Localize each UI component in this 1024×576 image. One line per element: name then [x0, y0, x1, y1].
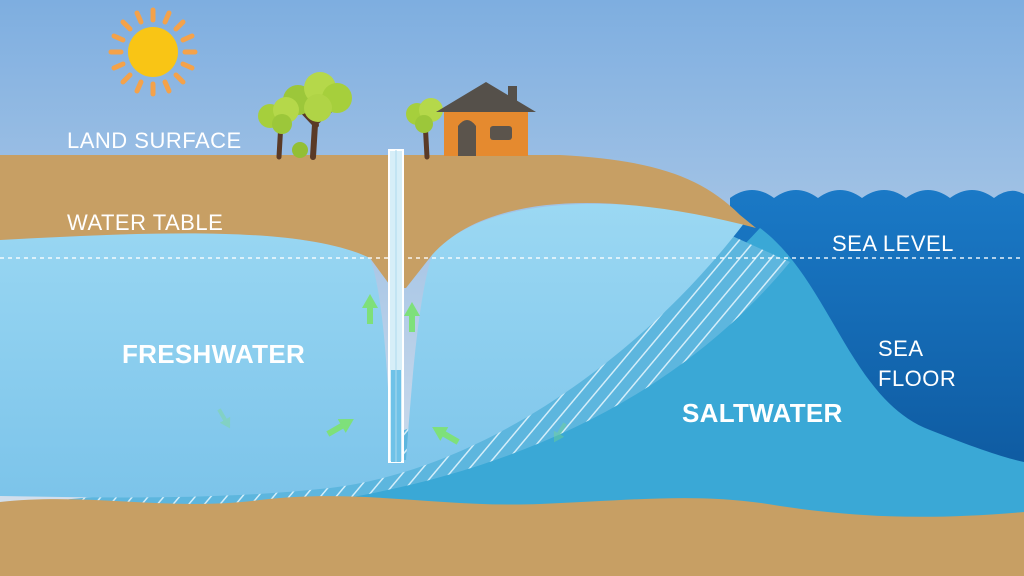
sea-floor-label-line1: SEA [878, 336, 924, 361]
flow-arrow-icon [404, 302, 420, 332]
tree-icon [258, 97, 308, 160]
flow-arrow-icon [362, 294, 378, 324]
flow-arrow-icon [217, 408, 231, 429]
flow-arrow-icon [326, 419, 354, 437]
flow-arrow-icon [553, 422, 567, 443]
saltwater-label: SALTWATER [682, 398, 843, 428]
land-surface-label: LAND SURFACE [67, 128, 242, 153]
bedrock-ground [0, 496, 1024, 576]
land-surface [0, 155, 756, 288]
water-table-label: WATER TABLE [67, 210, 224, 235]
freshwater-label: FRESHWATER [122, 339, 306, 369]
sea-floor-label-line2: FLOOR [878, 366, 957, 391]
house-icon [436, 82, 536, 156]
well-icon [388, 149, 404, 463]
tree-icon [283, 72, 352, 160]
sea-level-label: SEA LEVEL [832, 231, 954, 256]
freshwater-zone [0, 203, 745, 498]
sun-icon [108, 7, 198, 97]
flow-arrow-icon [432, 427, 460, 445]
saltwater-zone [0, 228, 1024, 576]
tree-icon [406, 98, 443, 160]
flow-arrows [217, 294, 567, 445]
